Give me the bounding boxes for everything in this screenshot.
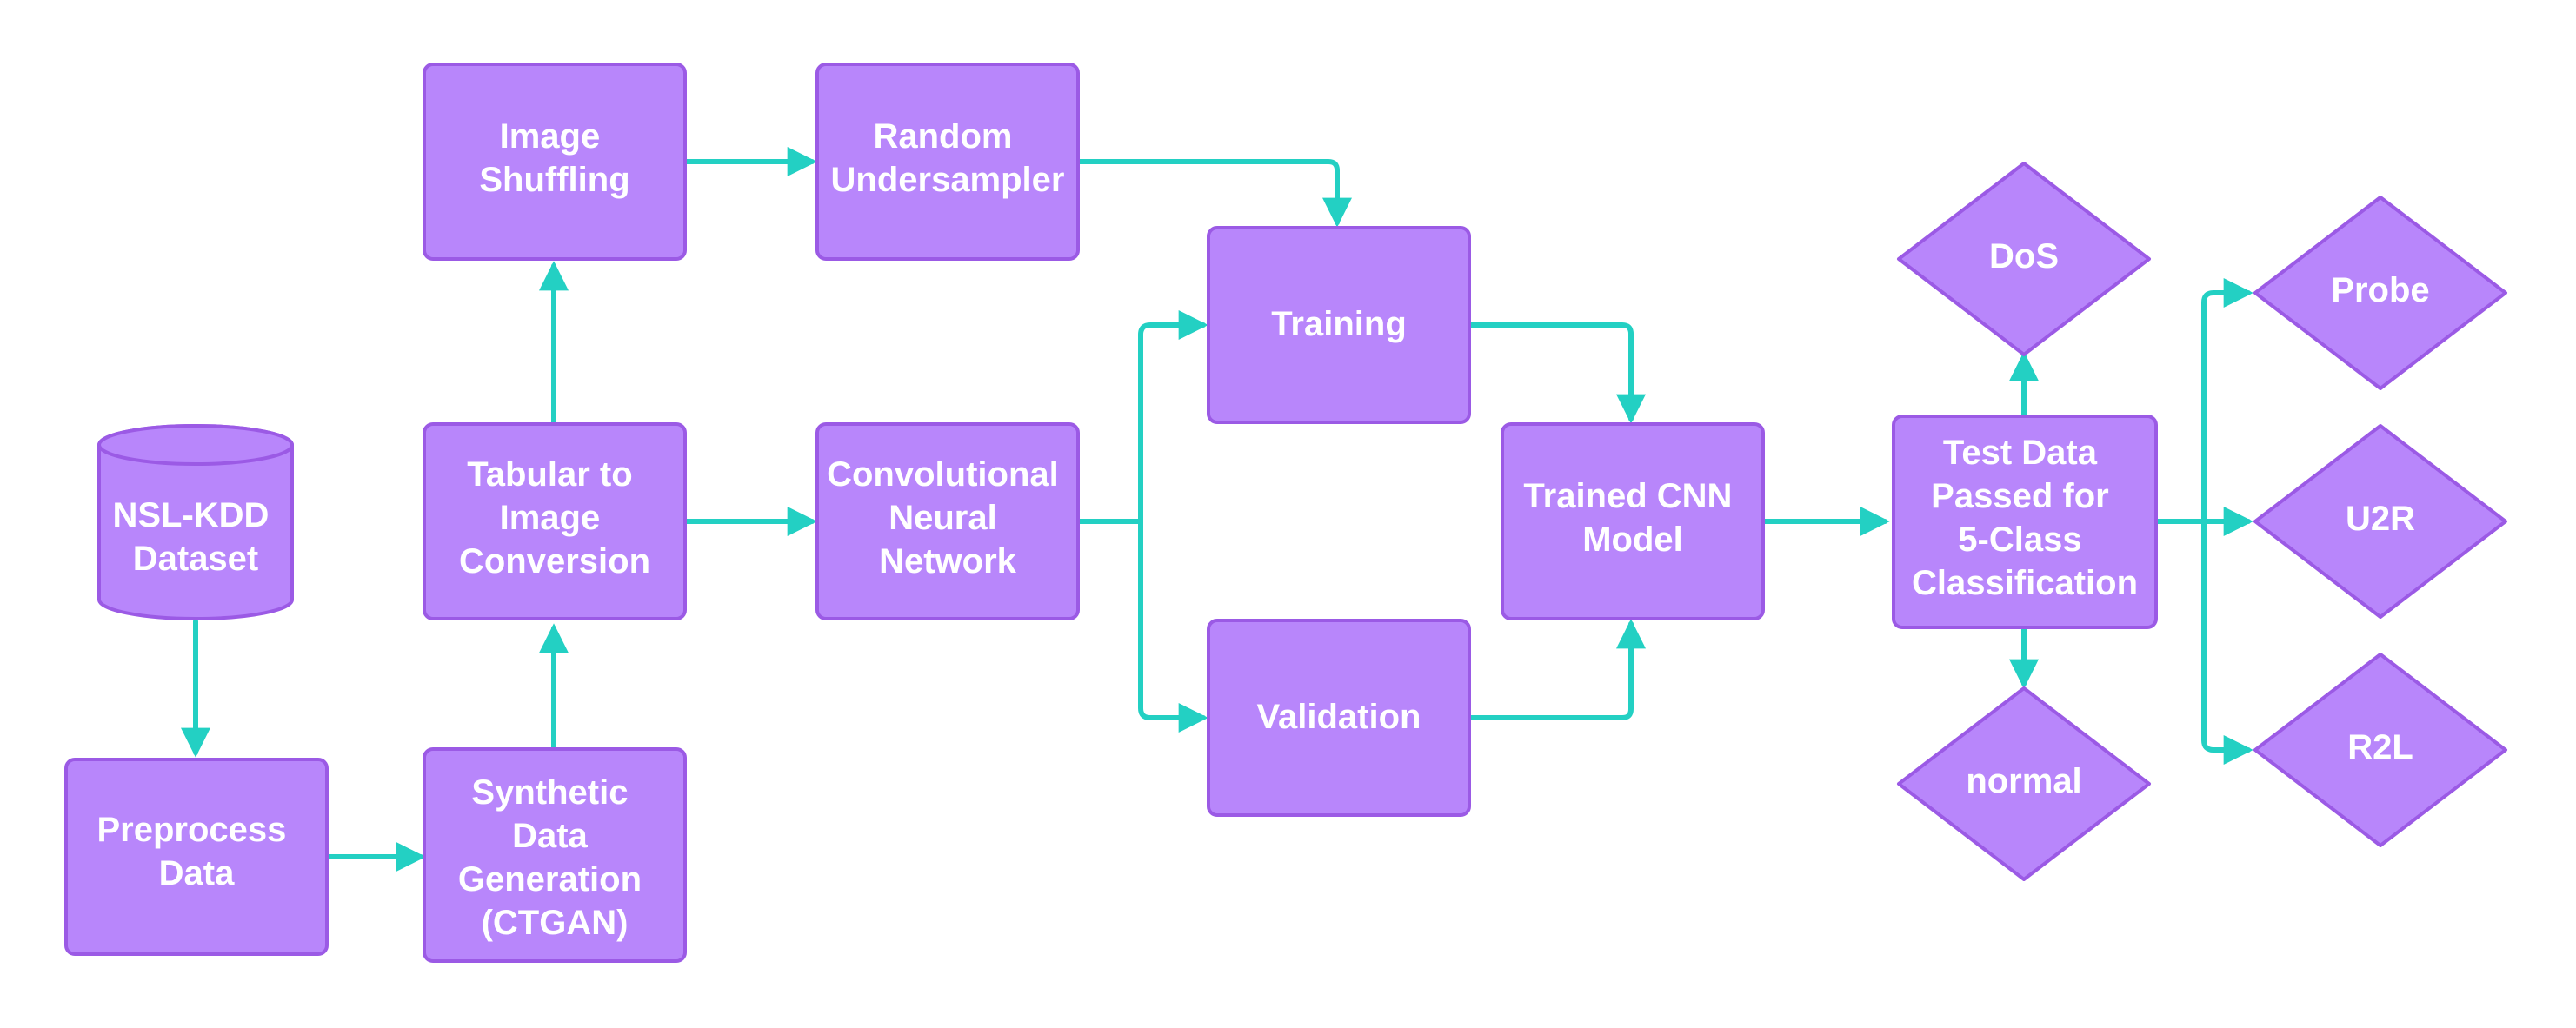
normal-node: normal	[1897, 686, 2151, 881]
edge-cnn-to-validation	[1138, 519, 1208, 733]
r2l-node: R2L	[2253, 653, 2507, 847]
database-top	[97, 424, 294, 466]
r2l-label: R2L	[2347, 728, 2413, 766]
test-data-node: Test Data Passed for 5-Class Classificat…	[1892, 415, 2158, 629]
tabular-label: Tabular to Image Conversion	[459, 455, 650, 580]
edge-cnn-to-training	[1138, 310, 1208, 524]
training-node: Training	[1207, 226, 1471, 424]
training-label: Training	[1271, 305, 1407, 343]
test-data-label: Test Data Passed for 5-Class Classificat…	[1912, 434, 2138, 602]
undersampler-label: Random Undersampler	[831, 117, 1065, 199]
cnn-node: Convolutional Neural Network	[815, 422, 1080, 620]
u2r-node: U2R	[2253, 424, 2507, 619]
tabular-node: Tabular to Image Conversion	[423, 422, 687, 620]
dos-node: DoS	[1897, 162, 2151, 356]
edge-testdata-to-r2l	[2201, 519, 2253, 765]
probe-label: Probe	[2331, 271, 2429, 309]
edge-validation-to-model	[1467, 619, 1646, 720]
synthetic-node: Synthetic Data Generation (CTGAN)	[423, 747, 687, 963]
cnn-label: Convolutional Neural Network	[827, 455, 1068, 580]
u2r-label: U2R	[2346, 500, 2415, 538]
undersampler-node: Random Undersampler	[815, 63, 1080, 261]
preprocess-label: Preprocess Data	[97, 811, 296, 892]
validation-label: Validation	[1257, 698, 1421, 736]
dataset-node: NSL-KDD Dataset	[97, 424, 294, 620]
nodes: NSL-KDD Dataset Preprocess Data Syntheti…	[64, 63, 2507, 963]
probe-node: Probe	[2253, 196, 2507, 390]
validation-node: Validation	[1207, 619, 1471, 817]
dos-label: DoS	[1989, 237, 2059, 275]
trained-model-label: Trained CNN Model	[1523, 477, 1741, 559]
dataset-label: NSL-KDD Dataset	[112, 496, 278, 578]
synthetic-label: Synthetic Data Generation (CTGAN)	[458, 773, 651, 942]
edges	[181, 147, 2253, 872]
edge-testdata-to-probe	[2201, 278, 2253, 524]
shuffling-node: Image Shuffling	[423, 63, 687, 261]
edge-undersampler-to-training	[1075, 159, 1352, 228]
edge-training-to-model	[1467, 322, 1646, 424]
shuffling-label: Image Shuffling	[479, 117, 629, 199]
preprocess-node: Preprocess Data	[64, 758, 329, 956]
normal-label: normal	[1966, 762, 2081, 800]
trained-model-node: Trained CNN Model	[1501, 422, 1765, 620]
